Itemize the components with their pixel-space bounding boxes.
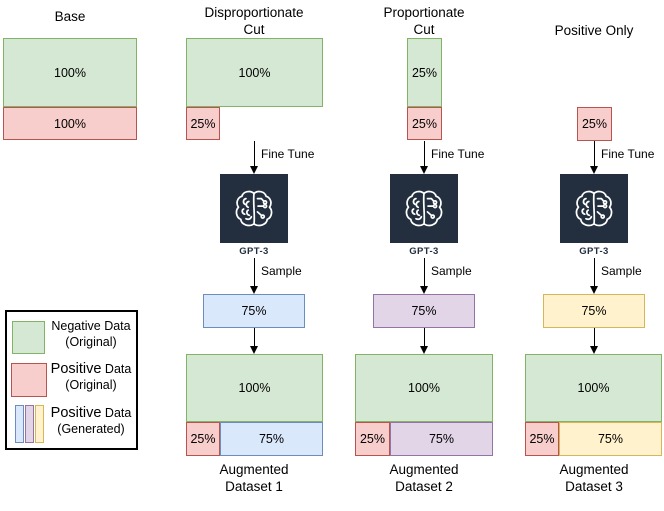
legend-word: Data bbox=[104, 406, 132, 420]
legend-word: Data bbox=[104, 362, 132, 376]
to-augmented-arrow bbox=[419, 328, 430, 354]
negative-label: 100% bbox=[238, 65, 271, 80]
positive-label: 25% bbox=[190, 116, 216, 131]
legend-word: Positive bbox=[50, 405, 102, 421]
aug-negative-label: 100% bbox=[238, 381, 271, 395]
legend-swatch-positive-original bbox=[11, 363, 47, 397]
generated-sample-box-yellow: 75% bbox=[543, 294, 645, 328]
proportionate-negative-box: 25% bbox=[407, 38, 442, 107]
legend-label-positive-original: Positive Data (Original) bbox=[45, 361, 137, 393]
augmented2-negative-box: 100% bbox=[355, 354, 493, 422]
gpt3-model-box bbox=[560, 174, 628, 243]
disproportionate-positive-box: 25% bbox=[186, 107, 220, 140]
caption-line2: Dataset 3 bbox=[565, 479, 623, 494]
title-line2: Cut bbox=[243, 22, 265, 37]
legend-swatch-generated-blue bbox=[15, 405, 24, 443]
aug-negative-label: 100% bbox=[577, 381, 610, 395]
legend-swatch-negative-original bbox=[12, 321, 45, 354]
legend-swatch-generated-yellow bbox=[35, 405, 44, 443]
aug-positive-label: 25% bbox=[359, 432, 386, 446]
legend-label-positive-generated: Positive Data (Generated) bbox=[45, 405, 137, 437]
sample-label: Sample bbox=[431, 264, 472, 278]
gpt3-label: GPT-3 bbox=[579, 246, 609, 257]
augmented3-negative-box: 100% bbox=[525, 354, 662, 422]
aug-generated-label: 75% bbox=[597, 432, 624, 446]
augmented3-positive-box: 25% bbox=[525, 422, 559, 456]
gpt3-label: GPT-3 bbox=[409, 246, 439, 257]
brain-circuit-icon bbox=[235, 190, 273, 226]
base-negative-label: 100% bbox=[54, 65, 86, 80]
augmented1-positive-box: 25% bbox=[186, 422, 220, 456]
legend-label-negative-original: Negative Data (Original) bbox=[45, 318, 137, 350]
augmented1-negative-box: 100% bbox=[186, 354, 323, 422]
disproportionate-negative-box: 100% bbox=[186, 38, 323, 107]
column-title-positive-only: Positive Only bbox=[554, 23, 634, 38]
fine-tune-arrow bbox=[249, 141, 260, 174]
aug-positive-label: 25% bbox=[190, 432, 216, 446]
generated-sample-box-blue: 75% bbox=[203, 294, 305, 328]
generated-label: 75% bbox=[411, 304, 437, 318]
gpt3-model-box bbox=[220, 174, 288, 243]
legend-swatch-generated-purple bbox=[25, 405, 34, 443]
generated-label: 75% bbox=[581, 304, 607, 318]
caption-line2: Dataset 1 bbox=[225, 479, 283, 494]
title-line1: Disproportionate bbox=[204, 5, 304, 20]
fine-tune-label: Fine Tune bbox=[601, 147, 655, 161]
title-line1: Proportionate bbox=[383, 5, 465, 20]
legend-sub: (Original) bbox=[65, 335, 117, 349]
to-augmented-arrow bbox=[589, 328, 600, 354]
fine-tune-arrow bbox=[589, 141, 600, 174]
augmented3-generated-box: 75% bbox=[559, 422, 662, 456]
legend-sub: (Original) bbox=[65, 378, 117, 392]
fine-tune-arrow bbox=[419, 141, 430, 174]
fine-tune-label: Fine Tune bbox=[431, 147, 485, 161]
positive-only-positive-box: 25% bbox=[577, 107, 612, 141]
augmented1-generated-box: 75% bbox=[220, 422, 323, 456]
caption-line1: Augmented bbox=[559, 462, 629, 477]
base-positive-label: 100% bbox=[54, 116, 86, 131]
caption-line2: Dataset 2 bbox=[395, 479, 453, 494]
legend-word: Positive bbox=[50, 361, 102, 377]
proportionate-positive-box: 25% bbox=[407, 107, 442, 140]
fine-tune-label: Fine Tune bbox=[261, 147, 315, 161]
sample-arrow bbox=[589, 258, 600, 294]
positive-label: 25% bbox=[581, 117, 608, 131]
sample-arrow bbox=[249, 258, 260, 294]
augmented2-positive-box: 25% bbox=[355, 422, 390, 456]
aug-generated-label: 75% bbox=[258, 432, 285, 446]
negative-label: 25% bbox=[411, 65, 438, 80]
base-positive-box: 100% bbox=[3, 107, 137, 140]
positive-label: 25% bbox=[411, 116, 438, 131]
legend-sub: (Generated) bbox=[57, 422, 125, 436]
column-title-base: Base bbox=[54, 9, 86, 24]
aug-generated-label: 75% bbox=[428, 432, 455, 446]
generated-sample-box-purple: 75% bbox=[373, 294, 475, 328]
base-negative-box: 100% bbox=[3, 38, 137, 107]
legend: Negative Data (Original) Positive Data (Or… bbox=[5, 310, 138, 450]
caption-line1: Augmented bbox=[219, 462, 289, 477]
aug-negative-label: 100% bbox=[408, 381, 440, 395]
legend-word: Data bbox=[104, 319, 131, 333]
brain-circuit-icon bbox=[575, 190, 613, 226]
caption-line1: Augmented bbox=[389, 462, 459, 477]
title-line2: Cut bbox=[413, 22, 435, 37]
brain-circuit-icon bbox=[405, 190, 443, 226]
gpt3-label: GPT-3 bbox=[239, 246, 269, 257]
generated-label: 75% bbox=[241, 304, 267, 318]
augmented2-generated-box: 75% bbox=[390, 422, 493, 456]
sample-label: Sample bbox=[601, 264, 642, 278]
legend-word: Negative bbox=[51, 319, 101, 333]
sample-arrow bbox=[419, 258, 430, 294]
aug-positive-label: 25% bbox=[529, 432, 555, 446]
to-augmented-arrow bbox=[249, 328, 260, 354]
sample-label: Sample bbox=[261, 264, 302, 278]
gpt3-model-box bbox=[390, 174, 458, 243]
